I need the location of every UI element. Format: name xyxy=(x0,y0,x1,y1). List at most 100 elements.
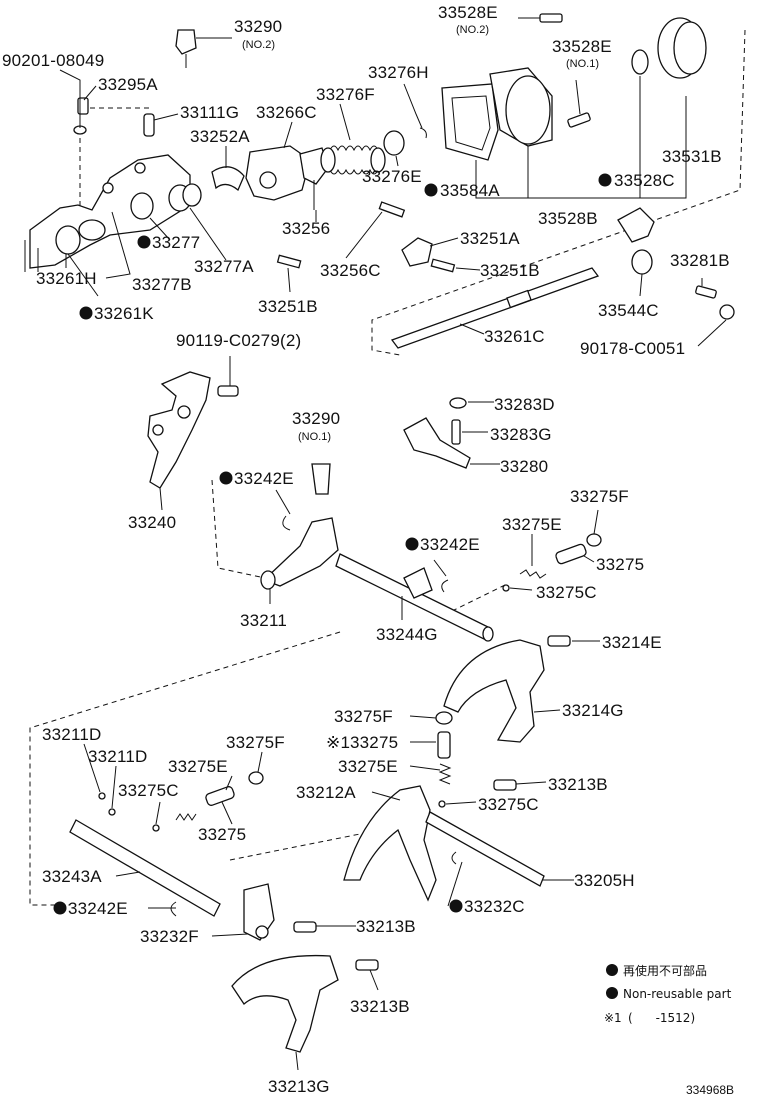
note-mark: ※1 xyxy=(326,733,350,752)
shift-head-33211 xyxy=(260,515,339,590)
callout-33528e-no2: 33528E xyxy=(438,3,498,22)
nonreusable-dot xyxy=(79,306,93,320)
shift-lever-housing-assembly xyxy=(24,29,456,273)
callout-33275c-mid: 33275C xyxy=(478,795,539,814)
callout-33211: 33211 xyxy=(240,611,287,630)
callout-90201-08049: 90201-08049 xyxy=(2,51,104,70)
callout-33528b: 33528B xyxy=(538,209,598,228)
callout-33528c: 33528C xyxy=(614,171,675,190)
callout-33275f-upper: 33275F xyxy=(570,487,629,506)
nonreusable-dot xyxy=(219,471,233,485)
callout-33243a: 33243A xyxy=(42,867,102,886)
callout-labels: 33290 (NO.2) 90201-08049 33295A 33528E (… xyxy=(2,3,730,1096)
legend-note-mark: ※1 xyxy=(604,1011,622,1025)
nonreusable-dot xyxy=(424,183,438,197)
callout-33290-no2: 33290 xyxy=(234,17,282,36)
callout-33251b-left: 33251B xyxy=(258,297,318,316)
callout-33275c-lower: 33275C xyxy=(118,781,179,800)
callout-33276e: 33276E xyxy=(362,167,422,186)
nonreusable-dot xyxy=(53,901,67,915)
callout-33111g: 33111G xyxy=(180,103,239,122)
callout-sub-no2: (NO.2) xyxy=(242,39,275,51)
spring-pin-set-c xyxy=(175,771,264,821)
callout-33544c: 33544C xyxy=(598,301,659,320)
shift-shaft-33261C xyxy=(390,207,735,349)
callout-33277: 33277 xyxy=(152,233,200,252)
callout-33276f: 33276F xyxy=(316,85,375,104)
callout-33275-upper: 33275 xyxy=(596,555,644,574)
callout-33277b: 33277B xyxy=(132,275,192,294)
shift-shaft-33244G xyxy=(335,553,494,642)
callout-33242e-lower: 33242E xyxy=(68,899,128,918)
callout-33261k: 33261K xyxy=(94,304,154,323)
callout-33275f-lower: 33275F xyxy=(226,733,285,752)
callout-33275f-mid: 33275F xyxy=(334,707,393,726)
callout-33275e-upper: 33275E xyxy=(502,515,562,534)
shift-shaft-33243A xyxy=(69,792,221,917)
shift-lever-33240 xyxy=(147,371,239,489)
callout-sub-no1b: (NO.1) xyxy=(298,431,331,443)
callout-33275c-upper: 33275C xyxy=(536,583,597,602)
callout-33232f: 33232F xyxy=(140,927,199,946)
callout-33251a: 33251A xyxy=(460,229,520,248)
callout-33283g: 33283G xyxy=(490,425,552,444)
callout-33290-no1: 33290 xyxy=(292,409,340,428)
shift-shaft-33205H xyxy=(425,811,545,887)
leader-lines xyxy=(59,17,727,1071)
nonreusable-dot xyxy=(137,235,151,249)
callout-90119-c0279: 90119-C0279(2) xyxy=(176,331,301,350)
section-outline-upper xyxy=(29,29,746,906)
callout-33283d: 33283D xyxy=(494,395,555,414)
callout-33266c: 33266C xyxy=(256,103,317,122)
callout-33213b-c: 33213B xyxy=(350,997,410,1016)
legend-nonreusable-en: Non-reusable part xyxy=(623,987,732,1001)
callout-33277a: 33277A xyxy=(194,257,254,276)
legend-dot-ja xyxy=(606,964,618,976)
callout-33240: 33240 xyxy=(128,513,176,532)
callout-33584a: 33584A xyxy=(440,181,500,200)
callout-33275e-mid: 33275E xyxy=(338,757,398,776)
shift-fork-33213G xyxy=(231,954,379,1053)
callout-33531b: 33531B xyxy=(662,147,722,166)
callout-33242e-mid: 33242E xyxy=(420,535,480,554)
callout-33280: 33280 xyxy=(500,457,548,476)
callout-33261c: 33261C xyxy=(484,327,545,346)
legend-note-range: ( -1512) xyxy=(628,1011,695,1025)
callout-33232c: 33232C xyxy=(464,897,525,916)
pin-33290-no1 xyxy=(311,463,331,495)
shift-head-33232F xyxy=(243,883,317,941)
callout-33205h: 33205H xyxy=(574,871,635,890)
callout-33256: 33256 xyxy=(282,219,330,238)
callout-sub-no1: (NO.1) xyxy=(566,58,599,70)
callout-33281b: 33281B xyxy=(670,251,730,270)
callout-sub-no2b: (NO.2) xyxy=(456,24,489,36)
callout-33261h: 33261H xyxy=(36,269,97,288)
extension-housing-assembly xyxy=(441,13,707,199)
legend-dot-en xyxy=(606,987,618,999)
legend-nonreusable-ja: 再使用不可部品 xyxy=(623,963,707,978)
callout-33528e-no1: 33528E xyxy=(552,37,612,56)
spring-pin-set-a xyxy=(502,533,602,592)
callout-33212a: 33212A xyxy=(296,783,356,802)
callout-33213b-a: 33213B xyxy=(548,775,608,794)
callout-33213b-b: 33213B xyxy=(356,917,416,936)
legend: 再使用不可部品 Non-reusable part ※1 ( -1512) xyxy=(604,963,732,1025)
callout-33211d-a: 33211D xyxy=(42,725,102,744)
callout-90178-c0051: 90178-C0051 xyxy=(580,339,685,358)
callout-33276h: 33276H xyxy=(368,63,429,82)
callout-33275-mid: 33275 xyxy=(350,733,398,752)
callout-33214e: 33214E xyxy=(602,633,662,652)
diagram-code: 334968B xyxy=(686,1083,734,1097)
callout-33211d-b: 33211D xyxy=(88,747,148,766)
callout-33213g: 33213G xyxy=(268,1077,330,1096)
nonreusable-dot xyxy=(405,537,419,551)
shift-interlock-33280 xyxy=(403,397,471,469)
callout-33295a: 33295A xyxy=(98,75,158,94)
nonreusable-dot xyxy=(449,899,463,913)
shift-fork-33214G xyxy=(443,635,571,743)
callout-33256c: 33256C xyxy=(320,261,381,280)
callout-33251b-right: 33251B xyxy=(480,261,540,280)
callout-33244g: 33244G xyxy=(376,625,438,644)
callout-33275e-lower: 33275E xyxy=(168,757,228,776)
